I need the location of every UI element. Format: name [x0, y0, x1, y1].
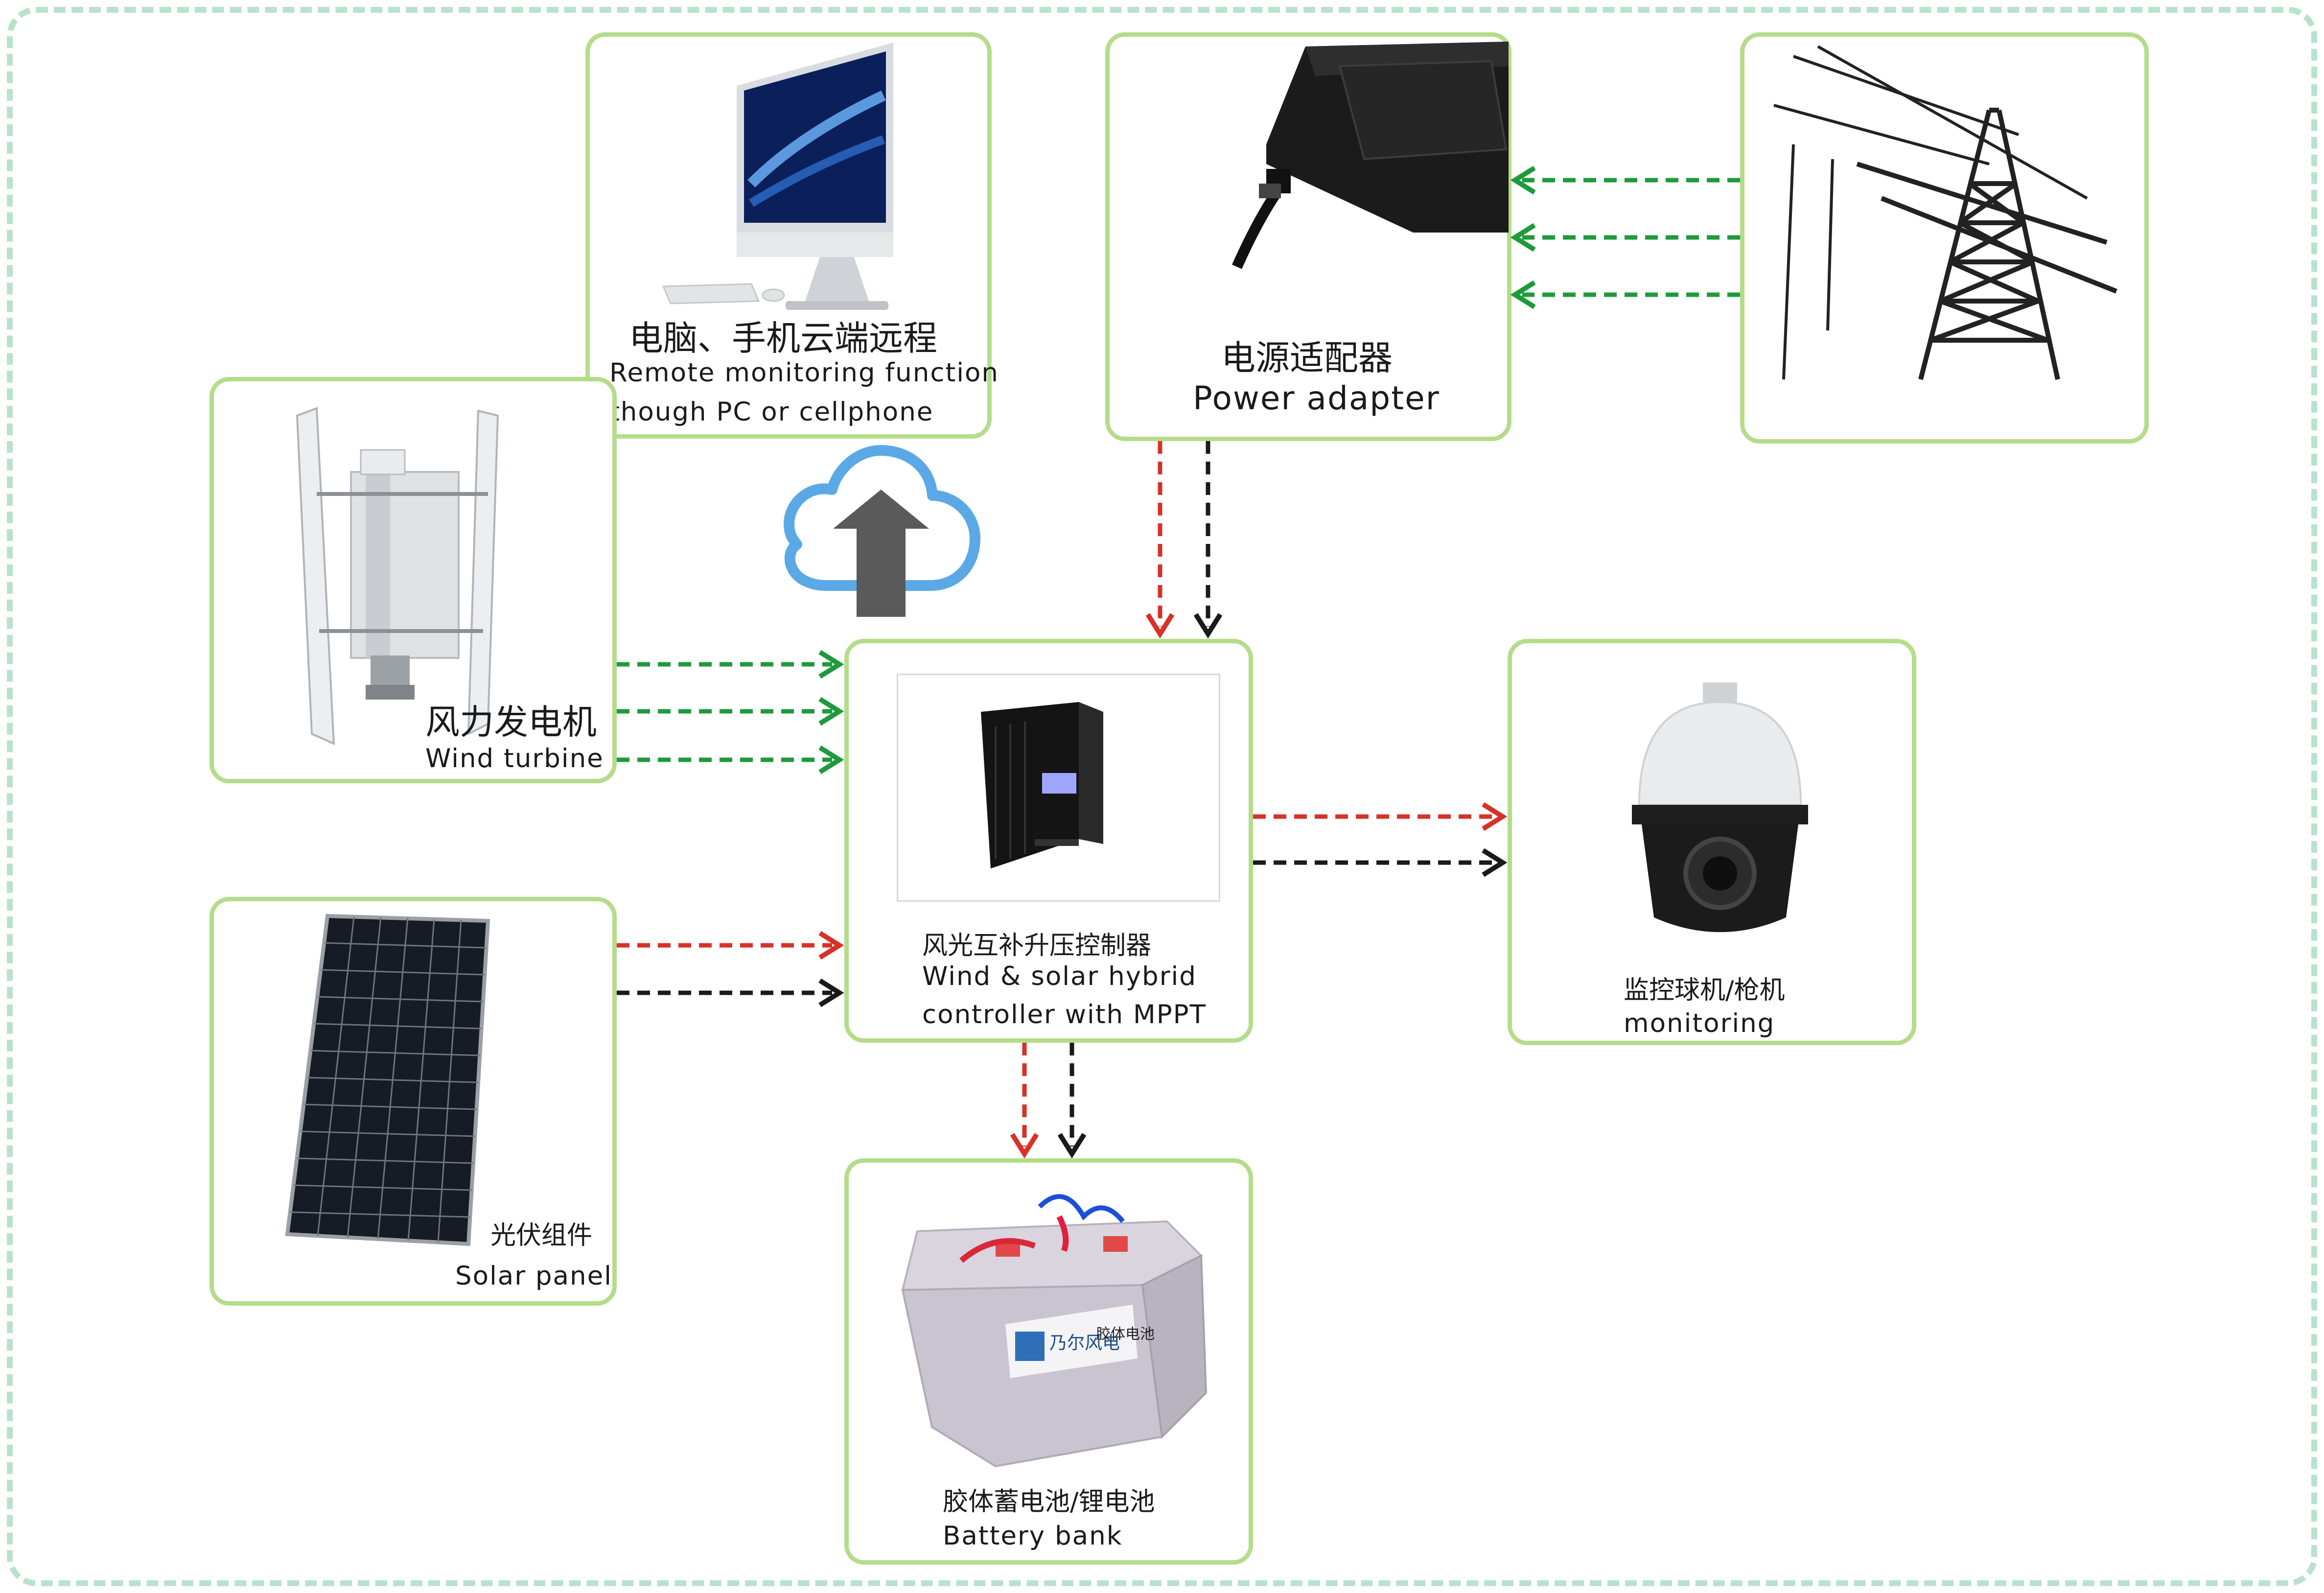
pc-box: 电脑、手机云端远程 Remote monitoring function tho…: [585, 32, 998, 439]
controller-label-en-2: controller with MPPT: [922, 1000, 1207, 1030]
wind-label-cn: 风力发电机: [425, 702, 597, 742]
adapter-label-cn: 电源适配器: [1221, 338, 1393, 378]
battery-type: 胶体电池: [1096, 1326, 1155, 1343]
controller-icon: [981, 702, 1103, 868]
power-grid-box: [1740, 32, 2149, 444]
battery-icon: 乃尔风电 胶体电池: [901, 1194, 1208, 1468]
page-border: [7, 7, 2317, 1586]
wind-label-en: Wind turbine: [425, 744, 604, 773]
dome-camera-icon: [1632, 682, 1808, 932]
power-adapter-icon: [1232, 42, 1509, 269]
wind-turbine-box: 风力发电机 Wind turbine: [209, 377, 617, 783]
solar-panel-box: 光伏组件 Solar panel: [209, 897, 617, 1306]
solar-panel-icon: [285, 914, 490, 1246]
wind-turbine-icon: [296, 407, 499, 746]
battery-label-en: Battery bank: [943, 1521, 1123, 1551]
controller-label-cn: 风光互补升压控制器: [922, 931, 1152, 960]
power-adapter-box: 电源适配器 Power adapter: [1105, 32, 1511, 441]
solar-label-en: Solar panel: [455, 1261, 612, 1291]
camera-label-cn: 监控球机/枪机: [1624, 976, 1785, 1005]
camera-label-en: monitoring: [1624, 1008, 1775, 1038]
battery-box: 乃尔风电 胶体电池 胶体蓄电池/锂电池 Battery bank: [844, 1158, 1253, 1565]
solar-label-cn: 光伏组件: [490, 1221, 593, 1250]
pc-label-en-1: Remote monitoring function: [609, 358, 999, 388]
pc-label-en-2: though PC or cellphone: [609, 397, 934, 427]
battery-brand: 乃尔风电: [1049, 1333, 1120, 1353]
transmission-tower-icon: [1773, 45, 2117, 380]
battery-label-cn: 胶体蓄电池/锂电池: [943, 1487, 1155, 1517]
adapter-label-en: Power adapter: [1193, 379, 1440, 417]
controller-label-en-1: Wind & solar hybrid: [922, 961, 1197, 991]
camera-box: 监控球机/枪机 monitoring: [1508, 639, 1916, 1045]
computer-icon: [662, 43, 893, 310]
controller-box: 风光互补升压控制器 Wind & solar hybrid controller…: [844, 639, 1253, 1043]
pc-label-cn: 电脑、手机云端远程: [629, 318, 937, 358]
